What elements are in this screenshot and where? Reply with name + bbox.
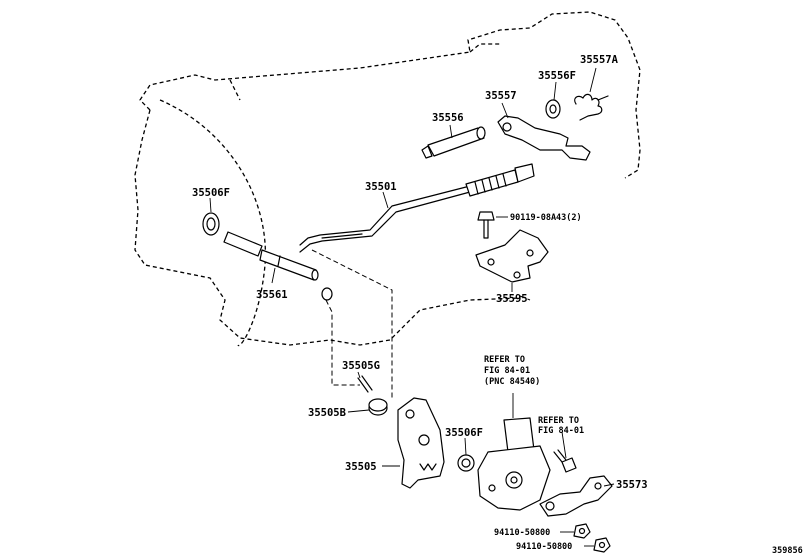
label-35595: 35595 xyxy=(496,293,528,305)
part-35506F-seal-lower xyxy=(457,437,475,472)
part-94110-nut-b xyxy=(584,537,611,553)
label-35506F-top: 35506F xyxy=(192,187,230,199)
label-94110-a: 94110-50800 xyxy=(494,528,550,538)
label-35557: 35557 xyxy=(485,90,517,102)
part-35505-detent-plate xyxy=(382,397,445,489)
figure-id: 359856 xyxy=(772,546,803,556)
part-35505G-pin xyxy=(357,371,373,393)
ref2-line2: FIG 84-01 xyxy=(538,426,584,436)
part-35595-bracket xyxy=(475,229,549,292)
part-labels: 35557A 35556F 35557 35556 35501 35506F 9… xyxy=(192,54,648,552)
label-35505B: 35505B xyxy=(308,407,346,419)
part-90119-bolt xyxy=(477,211,508,239)
label-35561: 35561 xyxy=(256,289,288,301)
part-35506F-seal-top xyxy=(202,197,220,236)
reference-note-1: REFER TO FIG 84-01 (PNC 84540) xyxy=(484,355,540,387)
label-35556: 35556 xyxy=(432,112,464,124)
label-35573: 35573 xyxy=(616,479,648,491)
ref1-line3: (PNC 84540) xyxy=(484,377,540,387)
part-35556F-washer xyxy=(545,81,561,119)
label-35556F: 35556F xyxy=(538,70,576,82)
ref2-line1: REFER TO xyxy=(538,416,579,426)
part-94110-nut-a xyxy=(560,523,591,539)
ref1-line2: FIG 84-01 xyxy=(484,366,530,376)
part-35557-lever xyxy=(497,102,591,161)
label-35505G: 35505G xyxy=(342,360,380,372)
part-35573-lever xyxy=(539,475,615,517)
part-35557A-spring xyxy=(574,67,609,121)
assembly-dashed-lines xyxy=(311,249,531,400)
switch-bolt xyxy=(553,431,577,473)
label-35557A: 35557A xyxy=(580,54,619,66)
label-94110-b: 94110-50800 xyxy=(516,542,572,552)
label-90119: 90119-08A43(2) xyxy=(510,213,582,223)
part-35561-shaft xyxy=(223,231,333,301)
label-35505: 35505 xyxy=(345,461,377,473)
part-35556-shaft xyxy=(421,124,486,159)
label-35501: 35501 xyxy=(365,181,397,193)
reference-note-2: REFER TO FIG 84-01 xyxy=(538,416,584,436)
part-35505B-bushing xyxy=(347,398,388,416)
neutral-start-switch xyxy=(477,393,551,511)
ref1-line1: REFER TO xyxy=(484,355,525,365)
label-35506F-lower: 35506F xyxy=(445,427,483,439)
part-35501-rod xyxy=(299,163,535,253)
transmission-housing-outline xyxy=(134,11,641,347)
